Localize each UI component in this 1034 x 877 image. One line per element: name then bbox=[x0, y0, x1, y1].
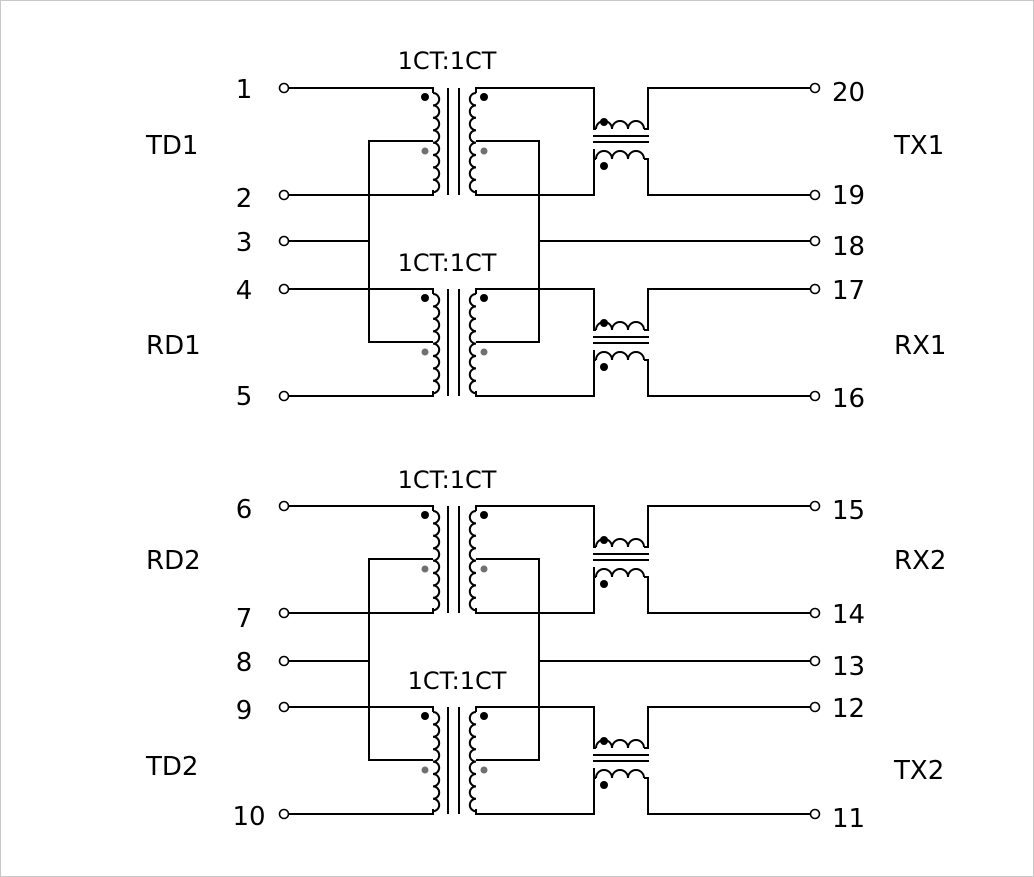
pin-label: 14 bbox=[832, 600, 865, 630]
stage-rd1-rx1 bbox=[288, 241, 811, 397]
stage-rd2-rx2 bbox=[288, 505, 811, 662]
pin-label: 11 bbox=[832, 804, 865, 834]
pin-label: 5 bbox=[236, 382, 253, 412]
pin-label: 20 bbox=[832, 78, 865, 108]
pin-label: 1 bbox=[236, 75, 253, 105]
signal-label: RD1 bbox=[146, 331, 201, 361]
signal-label: TX2 bbox=[893, 756, 944, 786]
pin-label: 2 bbox=[236, 184, 253, 214]
pin-label: 8 bbox=[236, 648, 253, 678]
ratio-label: 1CT:1CT bbox=[408, 667, 507, 695]
pin-label: 17 bbox=[832, 276, 865, 306]
pin-label: 7 bbox=[236, 604, 253, 634]
pin-label: 18 bbox=[832, 232, 865, 262]
pin-label: 16 bbox=[832, 384, 865, 414]
pin-label: 15 bbox=[832, 496, 865, 526]
ratio-label: 1CT:1CT bbox=[398, 249, 497, 277]
pin-label: 12 bbox=[832, 694, 865, 724]
signal-label: TD2 bbox=[145, 752, 198, 782]
pin-label: 4 bbox=[236, 276, 253, 306]
stage-td2-tx2 bbox=[288, 661, 811, 815]
pin-label: 13 bbox=[832, 652, 865, 682]
stage-td1-tx1 bbox=[288, 87, 811, 242]
signal-label: RX2 bbox=[894, 546, 946, 576]
pin-label: 9 bbox=[236, 696, 253, 726]
signal-label: RD2 bbox=[146, 546, 201, 576]
pin-label: 19 bbox=[832, 181, 865, 211]
terminals bbox=[278, 82, 821, 820]
signal-label: TD1 bbox=[145, 131, 198, 161]
pin-label: 6 bbox=[236, 495, 253, 525]
pin-label: 10 bbox=[232, 802, 265, 832]
signal-label: TX1 bbox=[893, 131, 944, 161]
ratio-label: 1CT:1CT bbox=[398, 466, 497, 494]
ratio-label: 1CT:1CT bbox=[398, 47, 497, 75]
signal-label: RX1 bbox=[894, 331, 946, 361]
pin-label: 3 bbox=[236, 228, 253, 258]
